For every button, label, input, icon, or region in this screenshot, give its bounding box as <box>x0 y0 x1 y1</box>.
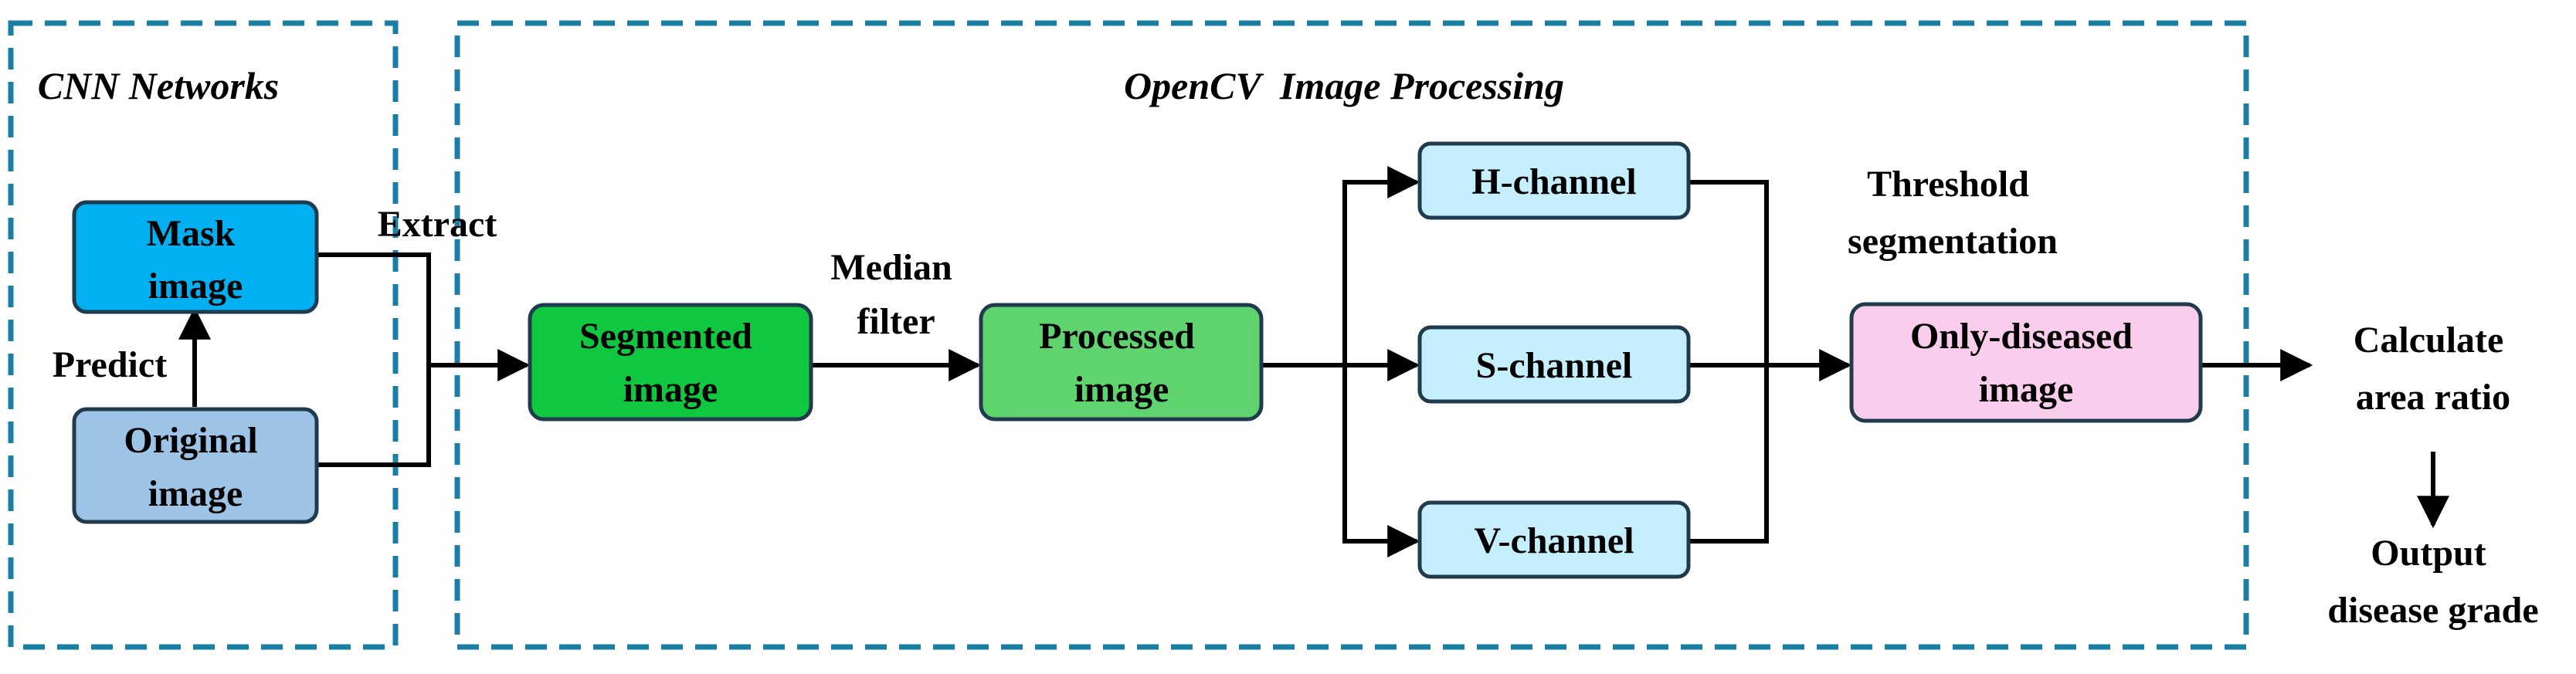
original-image-node: Original image <box>72 407 319 524</box>
h-channel-out-line <box>1688 180 1769 365</box>
extract-label: Extract <box>378 204 497 245</box>
opencv-section-frame <box>454 20 2249 650</box>
h-channel-node: H-channel <box>1417 141 1691 220</box>
svg-text:Only-diseased image: Only-diseased image <box>1910 316 2142 410</box>
mask-image-label-1: Mask <box>147 213 236 254</box>
threshold-label-2: segmentation <box>1848 221 2058 262</box>
connectors <box>178 166 2449 557</box>
segmented-image-node: Segmented image <box>528 303 813 422</box>
processed-image-label-2: image <box>1074 369 1169 410</box>
only-diseased-image-box <box>1849 302 2203 423</box>
calculate-label-1: Calculate <box>2354 320 2504 361</box>
s-channel-label: S-channel <box>1476 345 1633 386</box>
svg-text:Original image: Original image <box>124 420 266 514</box>
v-channel-label: V-channel <box>1474 520 1634 561</box>
svg-text:Median filter: Median filter <box>830 247 961 342</box>
svg-text:Output disease grade: Output disease grade <box>2327 533 2538 631</box>
h-channel-box <box>1417 141 1691 220</box>
cnn-section-title: CNN Networks <box>38 64 280 107</box>
original-image-label-2: image <box>148 473 243 514</box>
output-label-1: Output <box>2371 533 2486 574</box>
v-channel-box <box>1417 500 1691 579</box>
cnn-section-frame <box>8 20 399 650</box>
processed-image-box <box>979 303 1264 422</box>
predict-label: Predict <box>53 344 167 385</box>
svg-text:Segmented image: Segmented image <box>579 316 762 410</box>
segmented-image-label-2: image <box>623 369 718 410</box>
only-diseased-label-2: image <box>1979 369 2074 410</box>
median-filter-label-1: Median <box>830 247 952 288</box>
original-extract-line <box>317 365 431 467</box>
h-channel-label: H-channel <box>1471 161 1636 202</box>
svg-text:Mask image: Mask image <box>147 213 245 307</box>
original-image-box <box>72 407 319 524</box>
mask-image-label-2: image <box>148 266 243 307</box>
svg-text:Processed image: Processed image <box>1039 316 1204 410</box>
processed-image-label-1: Processed <box>1039 316 1195 357</box>
median-filter-label-2: filter <box>857 301 935 342</box>
threshold-label-1: Threshold <box>1867 164 2029 205</box>
opencv-section-title: OpenCV Image Processing <box>1124 64 1564 107</box>
s-channel-node: S-channel <box>1417 325 1691 404</box>
mask-extract-line <box>317 252 431 365</box>
segmented-image-box <box>528 303 813 422</box>
v-channel-node: V-channel <box>1417 500 1691 579</box>
segmented-image-label-1: Segmented <box>579 316 752 357</box>
s-channel-box <box>1417 325 1691 404</box>
mask-image-node: Mask image <box>72 200 319 314</box>
svg-text:Calculate area ratio: Calculate area ratio <box>2354 320 2513 418</box>
processed-image-node: Processed image <box>979 303 1264 422</box>
mask-image-box <box>72 200 319 314</box>
svg-text:Threshold segmentation: Threshold segmentation <box>1848 164 2058 262</box>
v-channel-out-line <box>1688 365 1769 544</box>
original-image-label-1: Original <box>124 420 257 461</box>
calculate-label-2: area ratio <box>2356 377 2510 418</box>
only-diseased-label-1: Only-diseased <box>1910 316 2133 357</box>
only-diseased-image-node: Only-diseased image <box>1849 302 2203 423</box>
output-label-2: disease grade <box>2327 590 2538 631</box>
